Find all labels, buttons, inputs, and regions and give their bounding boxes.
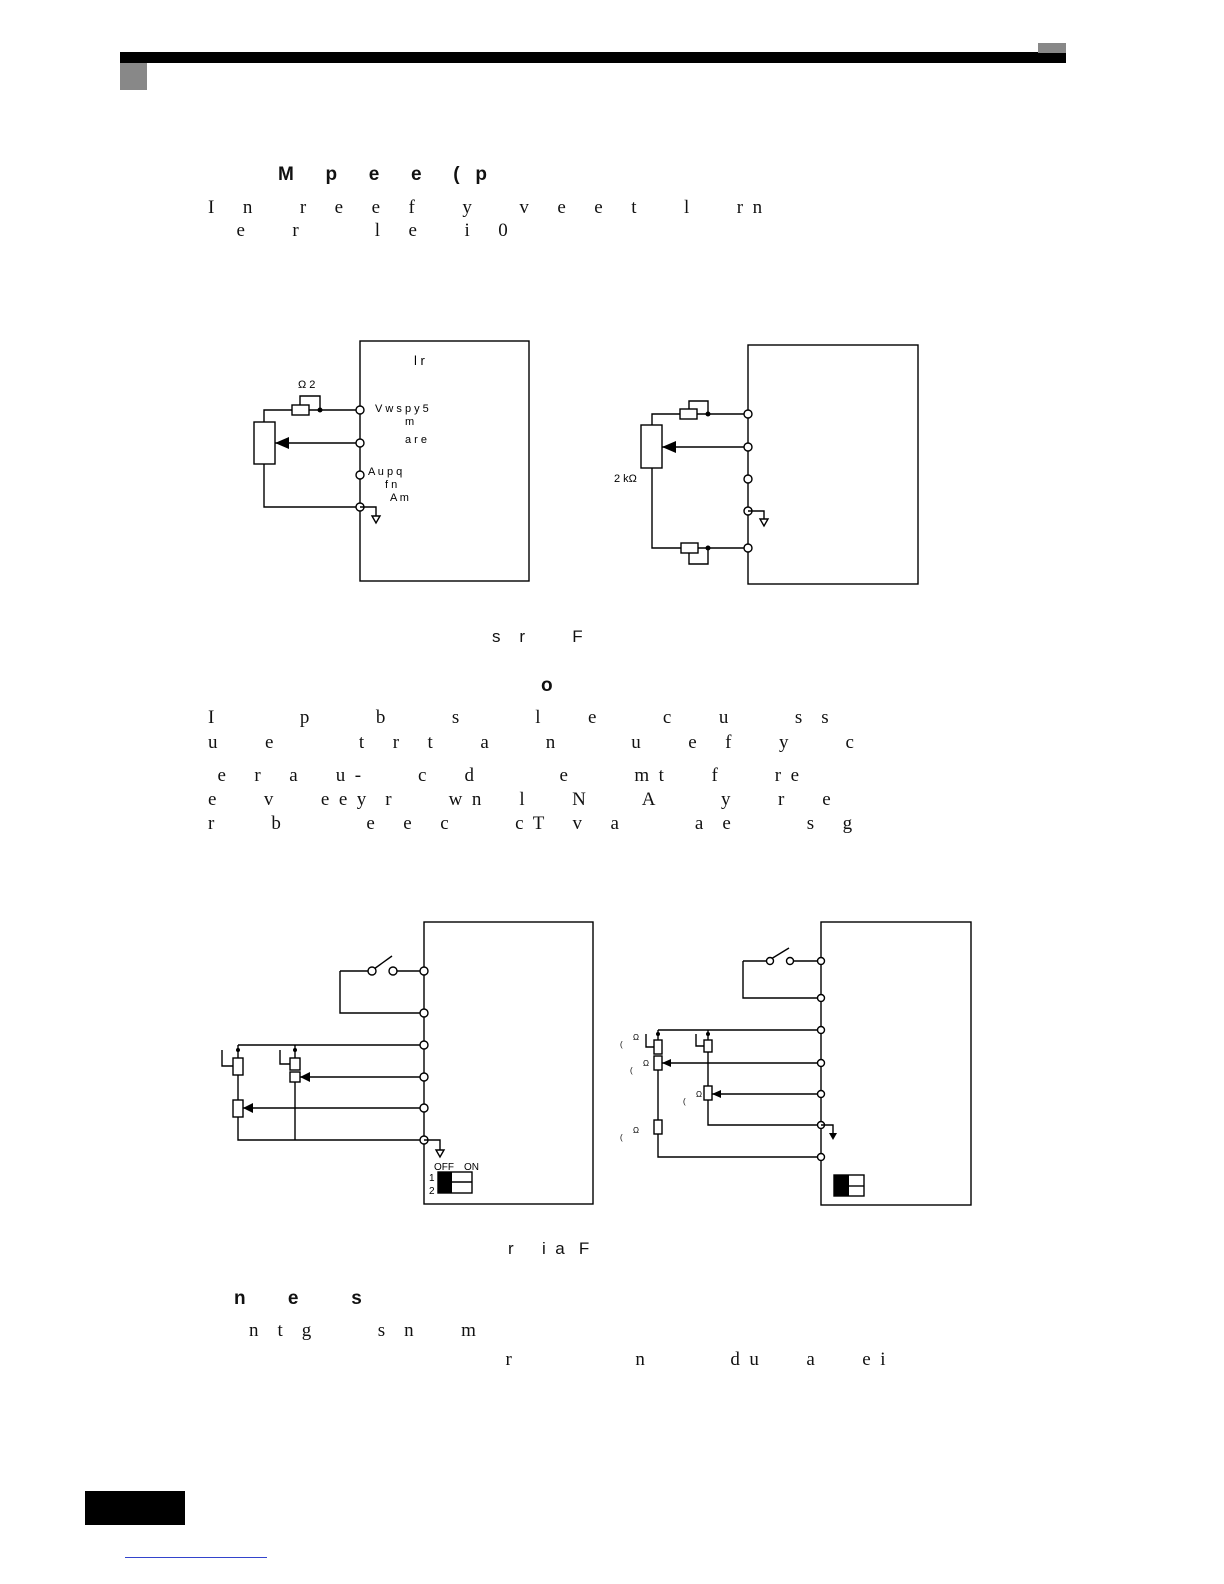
header-rule — [120, 52, 1066, 63]
dip-2-label: 2 — [429, 1186, 435, 1197]
paren-label: ( — [683, 1097, 686, 1106]
terminal-label: A u p q — [368, 466, 402, 478]
terminal-label: A m — [390, 492, 409, 504]
omega-label: Ω — [696, 1090, 702, 1099]
body-line: r b e e c c T v a a e s g — [208, 813, 853, 834]
resistor-label: 2 kΩ — [614, 473, 637, 485]
section-heading-1: M p e e ( p — [278, 164, 488, 185]
dip-off-label: OFF — [434, 1162, 454, 1173]
wiring-diagram-1: l r Ω 2 V w s p y 5 m a r e A u p q f n … — [253, 340, 919, 585]
terminal-label: m — [405, 416, 414, 428]
terminal-label: a r e — [405, 434, 427, 446]
figure-caption-1: s r F — [492, 627, 583, 646]
terminal-label: V w s p y 5 — [375, 403, 429, 415]
body-line: e r a u - c d e m t f r e — [208, 765, 800, 786]
section-heading-2: o — [541, 675, 553, 696]
body-line: u e t r t a n u e f y c — [208, 732, 854, 753]
wiring-diagram-2: OFF ON 1 2 Ω ( Ω ( Ω ( Ω ( — [221, 921, 972, 1206]
paren-label: ( — [620, 1040, 623, 1049]
body-line: I n r e e f y v e e t l r n — [208, 197, 763, 218]
omega-label: Ω — [643, 1059, 649, 1068]
omega-label: Ω — [633, 1033, 639, 1042]
page-number-box — [85, 1491, 185, 1525]
header-tab-right — [1038, 43, 1066, 53]
body-line: n t g s n m — [230, 1320, 476, 1341]
controller-title: l r — [414, 353, 426, 368]
body-line: e r l e i 0 — [208, 220, 508, 241]
dip-on-label: ON — [464, 1162, 479, 1173]
terminal-label: f n — [385, 479, 397, 491]
body-line: I p b s l e c u s s — [208, 707, 829, 728]
resistor-label: Ω 2 — [298, 379, 315, 391]
omega-label: Ω — [633, 1126, 639, 1135]
body-line: e v e e y r w n l N A y r e — [208, 789, 831, 810]
section-heading-3: n e s — [234, 1288, 362, 1309]
dip-1-label: 1 — [429, 1173, 435, 1184]
footer-link-line — [125, 1557, 267, 1558]
body-line: r n d u a e i — [230, 1349, 886, 1370]
paren-label: ( — [620, 1133, 623, 1142]
header-tab-left — [120, 63, 147, 90]
figure-caption-2: r i a F — [508, 1239, 590, 1258]
paren-label: ( — [630, 1066, 633, 1075]
